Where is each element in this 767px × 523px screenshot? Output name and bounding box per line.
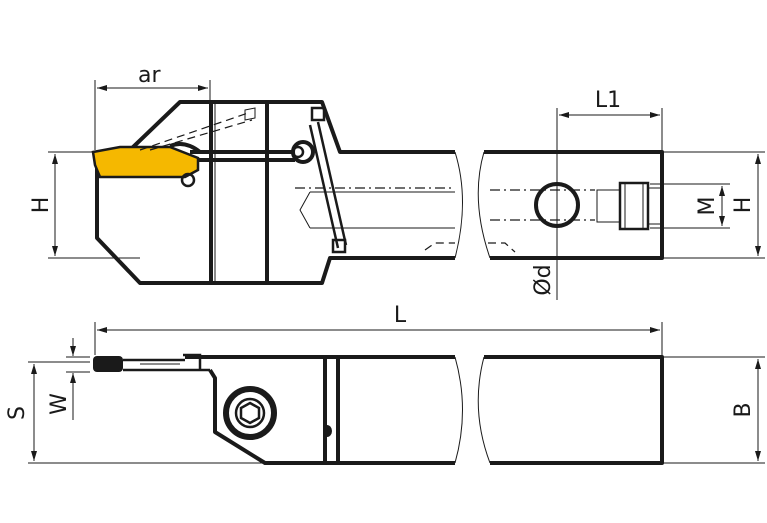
insert	[91, 145, 200, 179]
thread-fitting	[618, 181, 650, 231]
label-ar: ar	[138, 63, 161, 88]
insert-side	[93, 356, 123, 372]
label-od: Ød	[531, 264, 556, 295]
label-h-left: H	[29, 197, 54, 214]
top-dimensions	[48, 80, 765, 300]
label-b: B	[731, 402, 756, 417]
side-dimensions	[28, 322, 765, 464]
label-w: W	[47, 393, 72, 415]
side-view	[93, 353, 664, 465]
top-view	[91, 100, 664, 285]
head-outline	[95, 100, 455, 285]
label-m: M	[695, 197, 720, 216]
label-l: L	[394, 303, 407, 328]
label-l1: L1	[595, 88, 621, 113]
clamp-screw	[223, 386, 277, 440]
label-h-right: H	[731, 197, 756, 214]
label-s: S	[5, 406, 30, 420]
hex-socket-icon	[239, 401, 261, 425]
